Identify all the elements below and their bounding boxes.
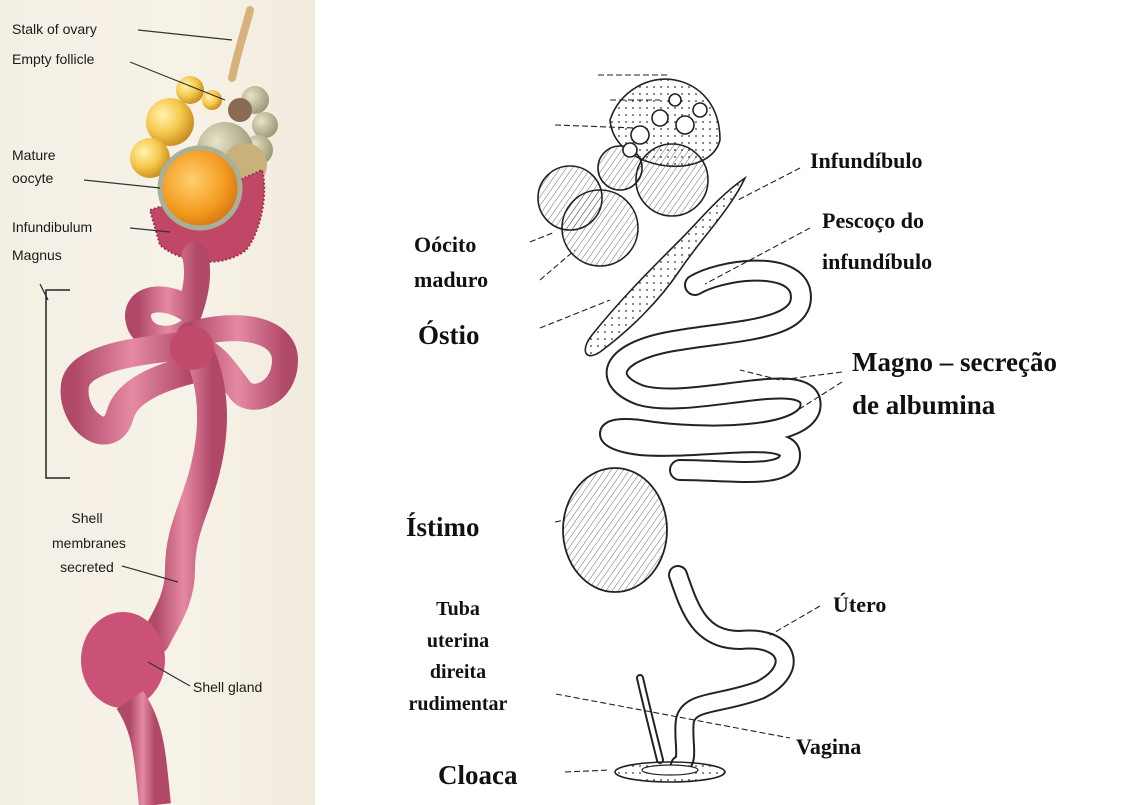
oviduct-tube [75,255,285,640]
label-infundibulum: Infundibulum [12,219,92,236]
label-vagina: Vagina [796,733,861,760]
mature-oocyte [160,148,240,228]
label-shell-membranes-2: membranes [52,535,122,552]
colour-oviduct-illustration [0,0,315,805]
vagina-tube [130,700,155,805]
label-utero: Útero [833,591,886,618]
label-shell-gland: Shell gland [193,679,262,696]
label-shell-membranes-1: Shell [52,510,122,527]
label-tuba-3: direita [383,660,533,685]
label-magno-1: Magno – secreção [852,347,1057,378]
shell-gland-body [81,612,165,708]
label-pescoco-2: infundíbulo [822,248,932,275]
label-oocito-2: maduro [414,266,488,293]
label-tuba-2: uterina [383,629,533,654]
label-infundibulo: Infundíbulo [810,147,923,174]
label-magno-2: de albumina [852,390,995,421]
label-empty-follicle: Empty follicle [12,51,94,68]
label-shell-membranes-3: secreted [52,559,122,576]
label-oocito-1: Oócito [414,231,476,258]
sketch-isthmus-bulb [563,468,667,592]
ovary-stalk [232,10,250,78]
label-tuba-1: Tuba [383,597,533,622]
label-mature-oocyte-1: Mature [12,147,56,164]
left-illustration-panel [0,0,315,805]
label-tuba-4: rudimentar [383,692,533,717]
label-mature-oocyte-2: oocyte [12,170,53,187]
label-pescoco-1: Pescoço do [822,207,924,234]
label-cloaca: Cloaca [438,760,517,791]
label-istimo: Ístimo [406,512,480,543]
oviduct-junction [170,326,214,370]
label-stalk-of-ovary: Stalk of ovary [12,21,97,38]
label-magnus: Magnus [12,247,62,264]
label-ostio: Óstio [418,320,480,351]
